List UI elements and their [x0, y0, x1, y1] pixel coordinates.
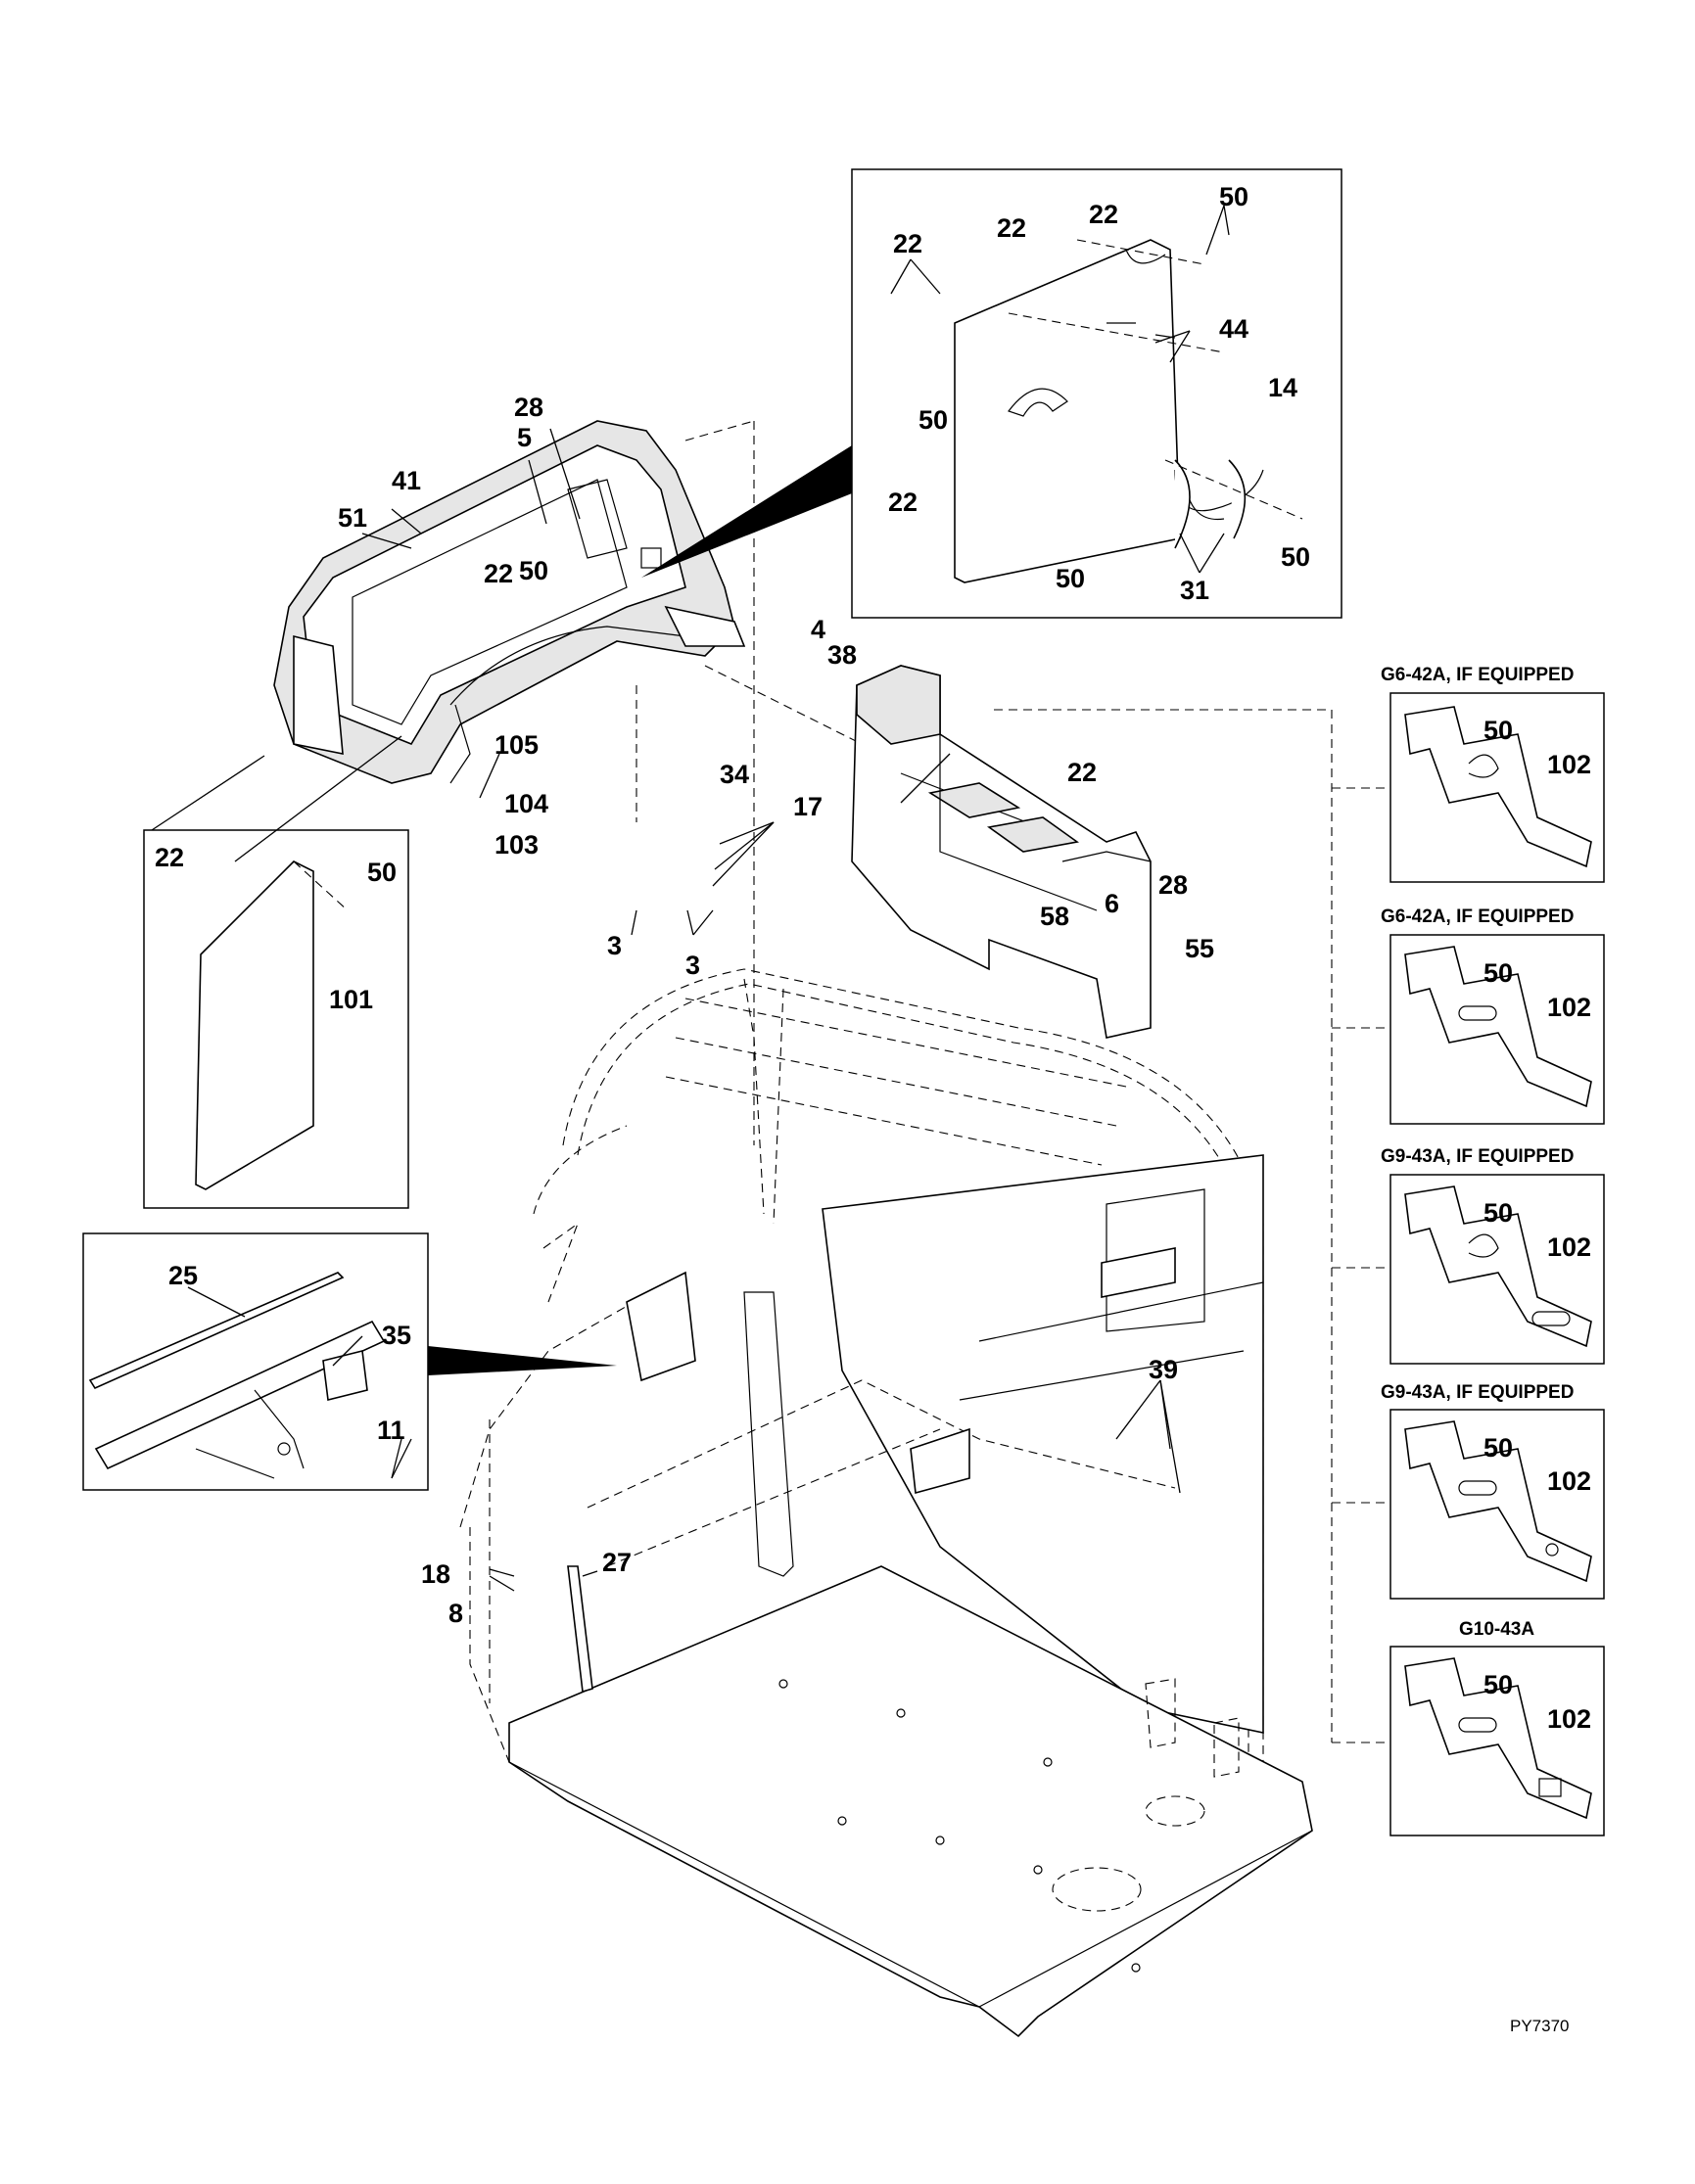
callout-25: 25 — [168, 1261, 198, 1290]
callout-34: 34 — [720, 760, 749, 789]
variant-callout-102: 102 — [1547, 1704, 1591, 1734]
callout-numbers: 28 5 41 51 22 50 105 104 103 22 22 50 22… — [155, 182, 1310, 1628]
callout-103: 103 — [494, 830, 539, 860]
callout-3: 3 — [685, 951, 700, 980]
variant-callout-102: 102 — [1547, 1466, 1591, 1496]
part-27-strip — [567, 1565, 593, 1694]
right-console-assembly — [851, 665, 1152, 1039]
callout-27: 27 — [602, 1548, 632, 1577]
callout-58: 58 — [1040, 902, 1069, 931]
callout-41: 41 — [392, 466, 421, 495]
callout-22: 22 — [155, 843, 184, 872]
callout-55: 55 — [1185, 934, 1214, 963]
variant-callout-50: 50 — [1483, 1198, 1513, 1228]
callout-50: 50 — [367, 858, 397, 887]
callout-50: 50 — [519, 556, 548, 585]
variant-panels — [1389, 692, 1605, 1836]
callout-101: 101 — [329, 985, 373, 1014]
callout-8: 8 — [448, 1599, 463, 1628]
callout-22: 22 — [997, 213, 1026, 243]
callout-50: 50 — [1219, 182, 1248, 211]
callout-22: 22 — [1067, 758, 1097, 787]
callout-22: 22 — [893, 229, 922, 258]
callout-38: 38 — [827, 640, 857, 670]
callout-14: 14 — [1268, 373, 1297, 402]
variant-callout-102: 102 — [1547, 1232, 1591, 1262]
variant-connector — [994, 709, 1390, 1743]
detail-pointer-wedge — [641, 445, 862, 578]
strip-pointer-wedge — [428, 1346, 617, 1375]
callout-5: 5 — [517, 423, 532, 452]
variant-caption: G10-43A — [1459, 1619, 1534, 1640]
callout-17: 17 — [793, 792, 823, 821]
detail-plate-44 — [851, 168, 1342, 619]
callout-31: 31 — [1180, 576, 1209, 605]
cab-frame — [459, 968, 1313, 2038]
callout-51: 51 — [338, 503, 367, 533]
callout-50: 50 — [1281, 542, 1310, 572]
detail-panel-101 — [143, 735, 409, 1209]
callout-39: 39 — [1149, 1355, 1178, 1384]
left-console-assembly — [273, 420, 746, 784]
callout-28: 28 — [514, 393, 543, 422]
callout-4: 4 — [811, 615, 825, 644]
variant-callout-50: 50 — [1483, 1670, 1513, 1699]
leader-lines — [187, 205, 1230, 1592]
callout-3: 3 — [607, 931, 622, 960]
callout-11: 11 — [377, 1416, 405, 1445]
variant-callout-102: 102 — [1547, 750, 1591, 779]
callout-50: 50 — [1056, 564, 1085, 593]
callout-105: 105 — [494, 730, 539, 760]
callout-22: 22 — [888, 488, 918, 517]
callout-104: 104 — [504, 789, 548, 818]
callout-6: 6 — [1105, 889, 1119, 918]
callout-28: 28 — [1158, 870, 1188, 900]
variant-callout-50: 50 — [1483, 1433, 1513, 1463]
variant-labels: G6-42A, IF EQUIPPED 50 102 G6-42A, IF EQ… — [1381, 665, 1591, 1734]
callout-22: 22 — [484, 559, 513, 588]
callout-18: 18 — [421, 1559, 450, 1589]
callout-35: 35 — [382, 1321, 411, 1350]
variant-caption: G6-42A, IF EQUIPPED — [1381, 906, 1574, 927]
callout-50: 50 — [918, 405, 948, 435]
callout-44: 44 — [1219, 314, 1248, 344]
variant-caption: G6-42A, IF EQUIPPED — [1381, 665, 1574, 685]
reference-code: PY7370 — [1510, 2017, 1570, 2035]
callout-22: 22 — [1089, 200, 1118, 229]
variant-caption: G9-43A, IF EQUIPPED — [1381, 1382, 1574, 1403]
variant-callout-102: 102 — [1547, 993, 1591, 1022]
variant-callout-50: 50 — [1483, 716, 1513, 745]
variant-caption: G9-43A, IF EQUIPPED — [1381, 1146, 1574, 1167]
variant-callout-50: 50 — [1483, 958, 1513, 988]
detail-strip-25 — [82, 1232, 429, 1491]
